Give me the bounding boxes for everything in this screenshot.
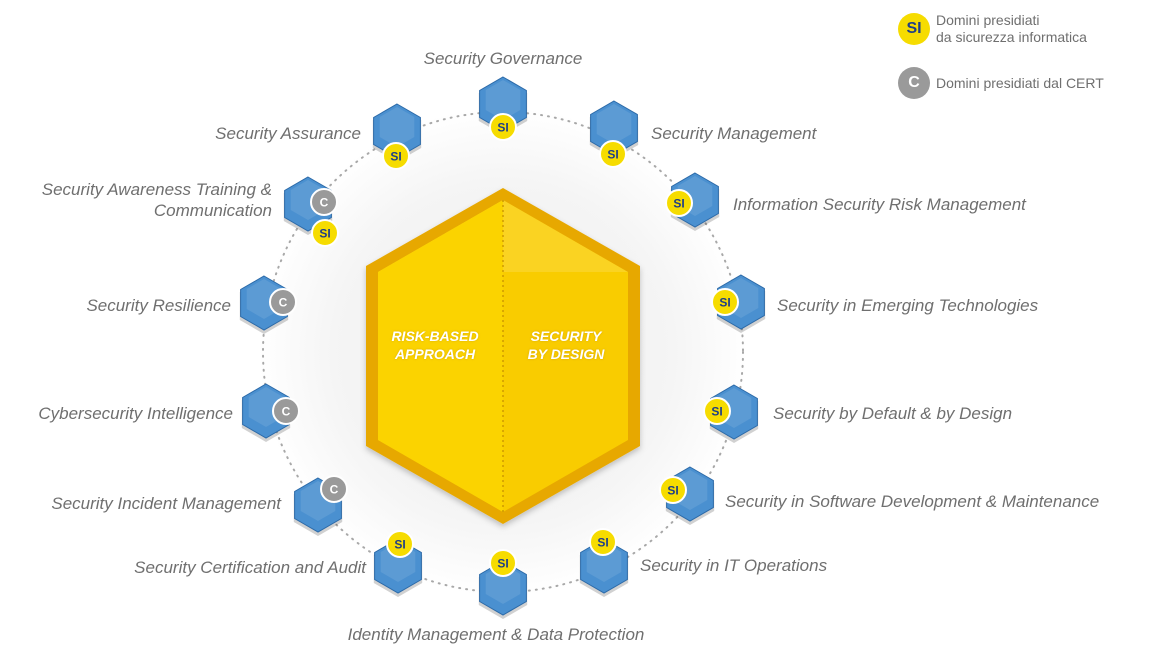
badge-circle	[320, 475, 348, 503]
badge-circle	[659, 476, 687, 504]
label-security-awareness-line2: Communication	[153, 201, 272, 220]
badge-circle	[665, 189, 693, 217]
label-security-management: Security Management	[651, 124, 817, 143]
badge-circle	[382, 142, 410, 170]
badge-circle	[311, 219, 339, 247]
badge-circle	[711, 288, 739, 316]
label-security-in-it-operations: Security in IT Operations	[640, 556, 828, 575]
badge-text: SI	[711, 405, 722, 419]
legend-c: C Domini presidiati dal CERT	[898, 67, 1104, 99]
legend-si-line2: da sicurezza informatica	[936, 29, 1087, 45]
badge-text: C	[279, 296, 288, 310]
badge-circle	[272, 397, 300, 425]
domain-node-1: SI	[589, 100, 639, 168]
domain-node-12: C SI	[283, 176, 339, 247]
domain-node-10: C	[241, 383, 300, 442]
label-security-incident-management: Security Incident Management	[51, 494, 281, 513]
domain-node-7: SI	[478, 549, 528, 619]
legend-si-badge: SI	[898, 13, 930, 45]
label-security-certification-audit: Security Certification and Audit	[134, 558, 366, 577]
si-badge: SI	[665, 189, 693, 217]
legend-c-badge: C	[898, 67, 930, 99]
badge-circle	[489, 549, 517, 577]
badge-circle	[269, 288, 297, 316]
si-badge: SI	[489, 549, 517, 577]
si-badge: SI	[703, 397, 731, 425]
badge-text: C	[282, 405, 291, 419]
legend-si-text: Domini presidiati da sicurezza informati…	[936, 12, 1087, 46]
cert-badge: C	[272, 397, 300, 425]
badge-circle	[310, 188, 338, 216]
center-right-line1: SECURITY	[530, 328, 602, 344]
si-badge: SI	[659, 476, 687, 504]
si-badge: SI	[311, 219, 339, 247]
label-cybersecurity-intelligence: Cybersecurity Intelligence	[38, 404, 233, 423]
badge-circle	[589, 528, 617, 556]
si-badge: SI	[489, 113, 517, 141]
label-security-resilience: Security Resilience	[86, 296, 231, 315]
domain-hexagon	[479, 560, 527, 616]
domain-node-3: SI	[711, 274, 766, 333]
label-security-in-emerging-technologies: Security in Emerging Technologies	[777, 296, 1039, 315]
label-security-awareness-line1: Security Awareness Training &	[41, 180, 272, 199]
badge-text: SI	[497, 121, 508, 135]
si-badge: SI	[382, 142, 410, 170]
domain-node-6: SI	[579, 528, 629, 597]
domain-node-2: SI	[665, 172, 720, 231]
center-left-label: RISK-BASED APPROACH	[375, 327, 495, 363]
center-left-line1: RISK-BASED	[391, 328, 479, 344]
badge-circle	[386, 530, 414, 558]
badge-text: SI	[319, 227, 330, 241]
hexagon-highlight	[596, 104, 632, 144]
cert-badge: C	[320, 475, 348, 503]
domain-node-11: C	[239, 275, 297, 334]
center-hexagon	[366, 188, 640, 524]
badge-text: SI	[673, 197, 684, 211]
label-security-in-software-development: Security in Software Development & Maint…	[725, 492, 1100, 511]
si-badge: SI	[599, 140, 627, 168]
label-information-security-risk-management: Information Security Risk Management	[733, 195, 1026, 214]
center-left-line2: APPROACH	[394, 346, 476, 362]
label-security-assurance: Security Assurance	[215, 124, 361, 143]
badge-text: SI	[497, 557, 508, 571]
badge-text: C	[330, 483, 339, 497]
domain-hexagon	[717, 274, 765, 330]
legend-si-line1: Domini presidiati	[936, 12, 1040, 28]
si-badge: SI	[711, 288, 739, 316]
badge-text: SI	[667, 484, 678, 498]
center-right-label: SECURITY BY DESIGN	[506, 327, 626, 363]
badge-circle	[703, 397, 731, 425]
domain-node-9: C	[293, 475, 348, 536]
hexagon-highlight	[379, 107, 415, 147]
cert-badge: C	[310, 188, 338, 216]
badge-text: SI	[607, 148, 618, 162]
badge-circle	[599, 140, 627, 168]
domain-hexagon	[580, 538, 628, 594]
badge-text: C	[320, 196, 329, 210]
si-badge: SI	[386, 530, 414, 558]
domain-node-5: SI	[659, 466, 715, 525]
domain-node-4: SI	[703, 384, 759, 443]
domain-node-8: SI	[373, 530, 423, 597]
badge-text: SI	[390, 150, 401, 164]
legend-c-text: Domini presidiati dal CERT	[936, 74, 1104, 91]
label-security-by-default-design: Security by Default & by Design	[773, 404, 1013, 423]
legend-si: SI Domini presidiati da sicurezza inform…	[898, 12, 1087, 46]
domain-node-0: SI	[478, 76, 528, 141]
si-badge: SI	[589, 528, 617, 556]
domain-node-13: SI	[372, 103, 422, 170]
label-identity-management-data-protection: Identity Management & Data Protection	[347, 625, 645, 644]
hexagon-highlight	[485, 80, 521, 120]
badge-text: SI	[719, 296, 730, 310]
center-right-line2: BY DESIGN	[527, 346, 605, 362]
badge-text: SI	[394, 538, 405, 552]
badge-text: SI	[597, 536, 608, 550]
cert-badge: C	[269, 288, 297, 316]
label-security-governance: Security Governance	[423, 49, 583, 68]
badge-circle	[489, 113, 517, 141]
label-security-awareness-training: Security Awareness Training & Communicat…	[42, 179, 272, 221]
dotted-orbit	[262, 111, 744, 593]
